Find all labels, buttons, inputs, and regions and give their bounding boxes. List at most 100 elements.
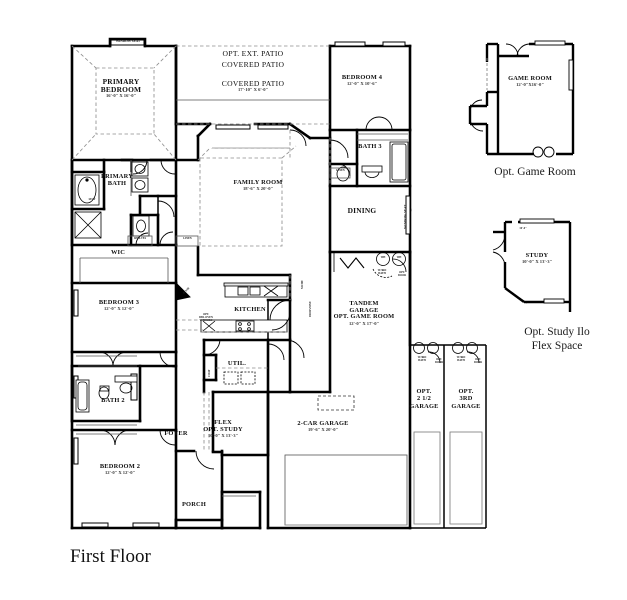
- room-name: KITCHEN: [234, 306, 266, 313]
- room-name-2: 3RD: [459, 395, 473, 403]
- room-label-wic: WIC: [95, 249, 141, 257]
- room-name: TANDEM: [349, 300, 379, 307]
- room-name: OPT.: [458, 388, 474, 395]
- text: WINDOW SEAT: [115, 39, 141, 43]
- label-opt-door-opt3: OPT.DOOR: [468, 358, 488, 364]
- room-label-utility: UTIL.: [215, 360, 259, 368]
- t2: BATH: [418, 359, 426, 363]
- room-name: UTIL.: [227, 360, 247, 367]
- room-name-2: 2 1/2: [417, 395, 431, 403]
- patio-opt-ext-text: OPT. EXT. PATIO: [222, 49, 284, 58]
- caption-line-1: Opt. Study Ilo: [524, 326, 590, 338]
- room-name: 2-CAR GARAGE: [297, 420, 349, 427]
- room-name: FAMILY ROOM: [233, 179, 283, 186]
- room-label-foyer: FOYER: [152, 430, 200, 438]
- room-label-bedroom-4: BEDROOM 4 12'-0" X 10'-6": [322, 74, 402, 87]
- label-shelves: SHELVES: [128, 237, 152, 241]
- room-label-bath-2: BATH 2: [84, 397, 142, 405]
- text: COAT: [208, 369, 211, 377]
- room-label-bath-3: BATH 3: [344, 143, 396, 151]
- room-label-tandem-garage: TANDEM GARAGE OPT. GAME ROOM 12'-0" X 17…: [317, 300, 411, 326]
- room-label-kitchen: KITCHEN: [222, 306, 278, 314]
- label-window-seat-primary: WINDOW SEAT: [104, 39, 152, 43]
- text: WH: [396, 256, 402, 259]
- label-game-room-dim-inset: 10'-0": [498, 227, 548, 231]
- room-dimension: 12'-0" X 17'-0": [348, 320, 380, 326]
- room-name: BATH 2: [101, 397, 125, 404]
- text: SEAT: [88, 198, 96, 201]
- text: LINEN: [183, 237, 192, 240]
- t1: W/3RD: [456, 356, 466, 359]
- inset-room-label-study: STUDY 10'-0" X 13'-3": [512, 252, 562, 265]
- t1: OPT.: [399, 271, 405, 274]
- room-dimension: 18'-6" X 20'-0": [242, 186, 274, 192]
- label-seat-shower: SEAT: [80, 198, 104, 202]
- t3: W/MICRO: [199, 319, 213, 323]
- room-dimension: 19'-6" X 20'-0": [307, 427, 339, 433]
- label-window-seat-dining: WINDOW SEAT: [403, 197, 407, 237]
- room-name: PRIMARY: [100, 173, 134, 180]
- room-name-2: BEDROOM: [100, 84, 142, 94]
- t1: OPT.: [203, 313, 209, 316]
- room-name: STUDY: [525, 252, 549, 259]
- room-label-2-car-garage: 2-CAR GARAGE 19'-6" X 20'-0": [278, 420, 368, 433]
- patio-label-opt-ext: OPT. EXT. PATIO: [196, 50, 310, 58]
- room-name: DINING: [347, 206, 377, 215]
- patio-dimension: 17'-10" X 6'-0": [237, 87, 269, 93]
- room-name: FOYER: [164, 430, 188, 437]
- t2: DOOR: [434, 361, 444, 365]
- label-wh-tandem-1: WH: [376, 256, 390, 260]
- t1: W/3RD: [377, 269, 387, 272]
- text: SHELVES: [133, 237, 147, 240]
- room-label-bedroom-2: BEDROOM 2 12'-0" X 12'-0": [79, 463, 161, 476]
- room-name: BEDROOM 3: [98, 299, 140, 306]
- label-coat-closet: COAT: [208, 362, 212, 384]
- label-linen-bath3: LINEN: [330, 169, 351, 173]
- room-label-dining: DINING: [334, 207, 390, 215]
- room-name: FLEX: [214, 419, 232, 426]
- text: WH: [380, 256, 386, 259]
- text: NICHE: [301, 280, 304, 290]
- room-dimension: 12'-0"X16'-0": [516, 82, 544, 88]
- t1: OPT.: [475, 358, 481, 361]
- room-label-primary-bedroom: PRIMARY BEDROOM 16'-0" X 16'-0": [81, 78, 161, 99]
- room-name-2: BATH: [107, 179, 127, 187]
- room-dimension: 12'-0" X 10'-6": [346, 81, 378, 87]
- room-name: BATH 3: [358, 143, 382, 150]
- page-title: First Floor: [70, 546, 151, 568]
- t1: W/3RD: [417, 356, 427, 359]
- room-name-2: OPT. STUDY: [203, 425, 243, 433]
- room-name-3: GARAGE: [451, 402, 481, 410]
- room-name: PRIMARY: [102, 77, 140, 86]
- caption-text: Opt. Game Room: [494, 166, 576, 178]
- label-opt-door-tandem: OPT.DOOR: [392, 271, 412, 277]
- title-text: First Floor: [70, 546, 151, 567]
- text: 10'-0": [519, 227, 527, 230]
- room-name-3: OPT. GAME ROOM: [333, 313, 395, 321]
- text: WINDOW SEAT: [403, 204, 407, 230]
- t2: BATH: [378, 272, 386, 276]
- t1: OPT.: [436, 358, 442, 361]
- label-pantry: DROP ZONE: [309, 296, 313, 322]
- room-name: PORCH: [181, 501, 207, 508]
- room-name: OPT.: [416, 388, 432, 395]
- t2: DBL OVEN: [199, 316, 213, 320]
- room-name-2: GARAGE: [349, 306, 379, 314]
- inset-caption-opt-game-room: Opt. Game Room: [465, 165, 605, 179]
- t2: DOOR: [473, 361, 483, 365]
- patio-label-covered-upper: COVERED PATIO: [196, 61, 310, 69]
- caption-line-2: Flex Space: [531, 340, 583, 353]
- room-name: BEDROOM 2: [99, 463, 141, 470]
- patio-covered-text: COVERED PATIO: [221, 79, 285, 88]
- label-wh-tandem-2: WH: [392, 256, 406, 260]
- room-label-family-room: FAMILY ROOM 18'-6" X 20'-0": [211, 179, 305, 192]
